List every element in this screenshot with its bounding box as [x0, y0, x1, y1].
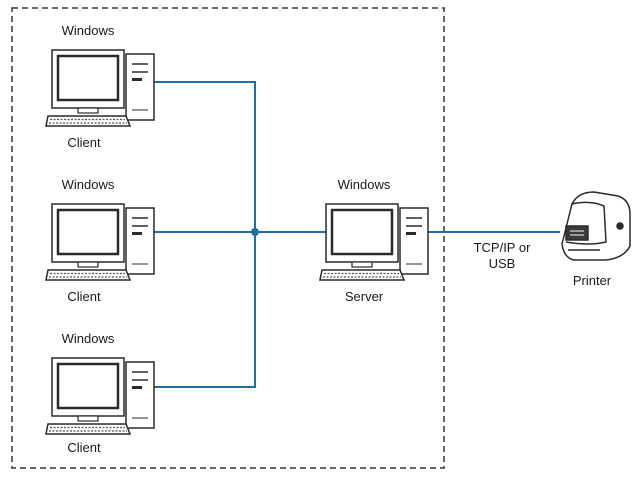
connection-label: TCP/IP or USB — [473, 240, 531, 271]
printer-label: Printer — [572, 273, 612, 288]
client-3-computer-icon — [44, 356, 156, 436]
client-1-computer-icon — [44, 48, 156, 128]
server-os-label: Windows — [337, 177, 391, 192]
hub-node — [251, 228, 259, 236]
client-2-computer-icon — [44, 202, 156, 282]
client-2-os-label: Windows — [61, 177, 115, 192]
client-2-role-label: Client — [67, 289, 101, 304]
client-3-link — [150, 232, 256, 388]
server-role-label: Server — [344, 289, 384, 304]
network-boundary — [11, 7, 445, 469]
client-1-link — [150, 81, 256, 232]
client-1-os-label: Windows — [61, 23, 115, 38]
connection-lines — [150, 81, 560, 388]
server-computer-icon — [318, 202, 430, 282]
client-3-role-label: Client — [67, 440, 101, 455]
printer-icon — [561, 191, 631, 261]
client-1-role-label: Client — [67, 135, 101, 150]
client-3-os-label: Windows — [61, 331, 115, 346]
